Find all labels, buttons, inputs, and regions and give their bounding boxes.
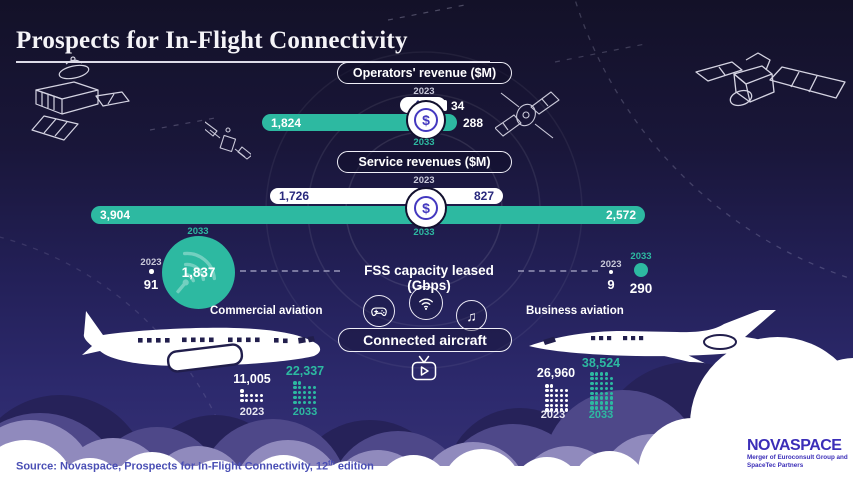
dashed-connector-left	[240, 270, 340, 272]
dashed-connector-right	[518, 270, 598, 272]
fss-business-year-2033: 2033	[630, 251, 652, 262]
fss-business-2023-value: 9	[607, 277, 615, 292]
gamepad-icon	[363, 295, 395, 327]
satellite-icon	[31, 56, 130, 141]
business-2033-dot-grid	[590, 372, 614, 410]
business-2023-value: 26,960	[536, 366, 576, 380]
operators-commercial-2033-value: 1,824	[271, 115, 302, 130]
business-aviation-label: Business aviation	[526, 305, 624, 317]
fss-business-year-2023: 2023	[600, 259, 622, 270]
dollar-circle-icon: $	[406, 100, 446, 140]
service-revenues-label-text: Service revenues ($M)	[358, 155, 491, 169]
fss-business-2033-bubble	[634, 263, 648, 277]
fss-commercial-2023-value: 91	[143, 277, 159, 292]
fss-business-2033-value: 290	[629, 281, 653, 296]
source-text-suffix: edition	[334, 460, 374, 473]
fss-commercial-2033-value: 1,837	[181, 265, 216, 280]
page-title: Prospects for In-Flight Connectivity	[16, 27, 490, 63]
novaspace-logo: NOVASPACE Merger of Euroconsult Group an…	[747, 438, 853, 470]
commercial-2033-value: 22,337	[285, 364, 325, 378]
satellite-icon	[495, 91, 560, 139]
operators-bar-commercial-2033: 1,824	[262, 114, 424, 131]
satellite-icon	[205, 121, 251, 160]
service-business-2023-value: 827	[473, 189, 494, 203]
operators-year-2023: 2023	[413, 86, 435, 97]
commercial-2033-dot-grid	[293, 381, 317, 405]
service-commercial-2023-value: 1,726	[279, 189, 310, 203]
source-superscript: th	[328, 460, 335, 467]
business-year-2033: 2033	[588, 409, 614, 421]
music-icon: ♫	[456, 300, 487, 331]
novaspace-logo-tagline: Merger of Euroconsult Group and SpaceTec…	[747, 454, 848, 469]
operators-business-2033-value: 288	[463, 116, 484, 130]
connected-aircraft-label: Connected aircraft	[338, 328, 512, 352]
source-note: Source: Novaspace, Prospects for In-Flig…	[16, 460, 374, 473]
service-bar-business-2033: 2,572	[424, 206, 645, 224]
commercial-year-2033: 2033	[292, 406, 318, 418]
operators-bar-business-2023	[443, 100, 447, 111]
tv-play-icon	[411, 355, 437, 381]
fss-commercial-2033-bubble: 1,837	[162, 236, 235, 309]
operators-business-2023-value: 34	[451, 99, 465, 113]
fss-commercial-2023-dot	[149, 269, 154, 274]
wifi-icon	[409, 286, 443, 320]
fss-capacity-title: FSS capacity leased (Gbps)	[364, 263, 494, 293]
commercial-airplane-silhouette	[82, 311, 321, 373]
operators-revenue-label: Operators' revenue ($M)	[337, 62, 512, 84]
service-business-2033-value: 2,572	[605, 208, 636, 222]
operators-revenue-label-text: Operators' revenue ($M)	[352, 66, 497, 80]
service-year-2033: 2033	[413, 227, 435, 238]
service-revenues-label: Service revenues ($M)	[337, 151, 512, 173]
commercial-aviation-label: Commercial aviation	[210, 305, 323, 317]
satellite-icon	[695, 52, 846, 107]
operators-year-2033: 2033	[413, 137, 435, 148]
service-bar-commercial-2033: 3,904	[91, 206, 424, 224]
connected-aircraft-label-text: Connected aircraft	[363, 332, 487, 348]
business-year-2023: 2023	[540, 409, 566, 421]
wifi-icon	[176, 251, 217, 294]
dollar-circle-icon: $	[405, 187, 447, 229]
fss-business-2023-dot	[609, 270, 613, 274]
source-text: Source: Novaspace, Prospects for In-Flig…	[16, 460, 329, 473]
fss-commercial-year-2023: 2023	[140, 257, 162, 268]
service-bar-commercial-2023: 1,726	[270, 188, 424, 204]
commercial-year-2023: 2023	[239, 406, 265, 418]
dollar-symbol: $	[422, 200, 430, 216]
commercial-2023-dot-grid	[240, 389, 264, 403]
commercial-2023-value: 11,005	[233, 372, 271, 386]
service-year-2023: 2023	[413, 175, 435, 186]
dollar-symbol: $	[422, 112, 430, 128]
fss-commercial-year-2033: 2033	[187, 226, 209, 237]
service-commercial-2033-value: 3,904	[100, 208, 131, 222]
business-2023-dot-grid	[545, 384, 569, 412]
novaspace-logo-name: NOVASPACE	[747, 437, 842, 454]
business-2033-value: 38,524	[581, 356, 621, 370]
music-note-glyph: ♫	[466, 307, 477, 324]
